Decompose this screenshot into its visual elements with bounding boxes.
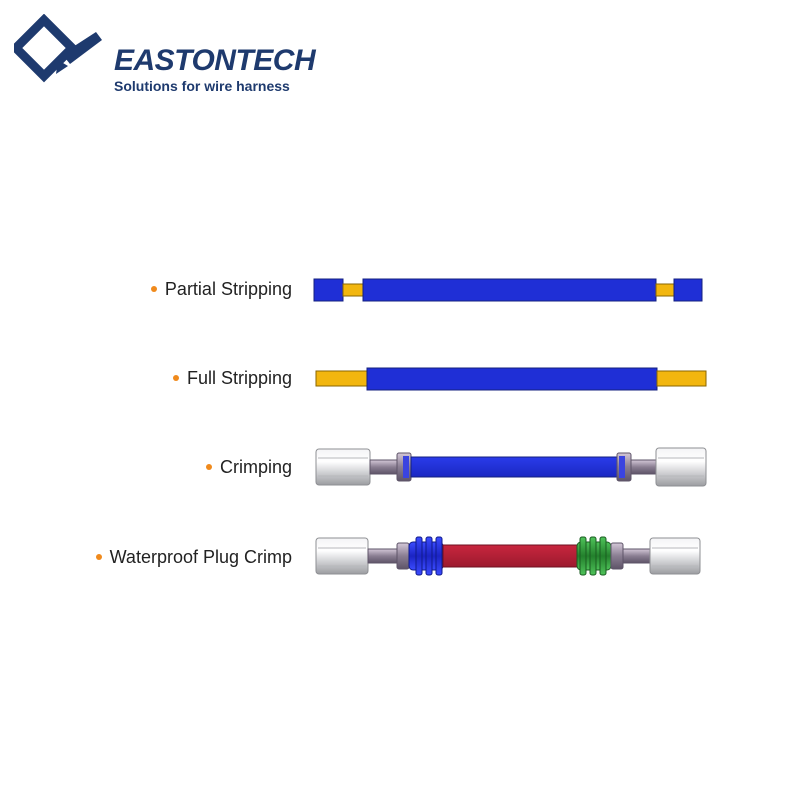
bullet-icon bbox=[172, 375, 179, 382]
label-partial-stripping: Partial Stripping bbox=[150, 277, 292, 301]
label-crimping: Crimping bbox=[205, 455, 292, 479]
wire-full-stripping bbox=[315, 367, 707, 391]
bullet-icon bbox=[150, 286, 157, 293]
brand-logo: EASTONTECH Solutions for wire harness bbox=[9, 13, 334, 94]
brand-name: EASTONTECH bbox=[114, 44, 316, 77]
brand-tagline: Solutions for wire harness bbox=[114, 78, 290, 94]
wire-partial-stripping bbox=[313, 278, 703, 302]
label-full-stripping: Full Stripping bbox=[172, 366, 292, 390]
bullet-icon bbox=[95, 554, 102, 561]
wire-crimping bbox=[315, 447, 707, 487]
wire-waterproof-plug-crimp bbox=[315, 536, 701, 576]
diamond-pen-logo-icon bbox=[9, 13, 102, 83]
bullet-icon bbox=[205, 464, 212, 471]
seal-blue bbox=[408, 536, 444, 576]
seal-green bbox=[576, 536, 612, 576]
label-waterproof-plug-crimp: Waterproof Plug Crimp bbox=[95, 545, 292, 569]
